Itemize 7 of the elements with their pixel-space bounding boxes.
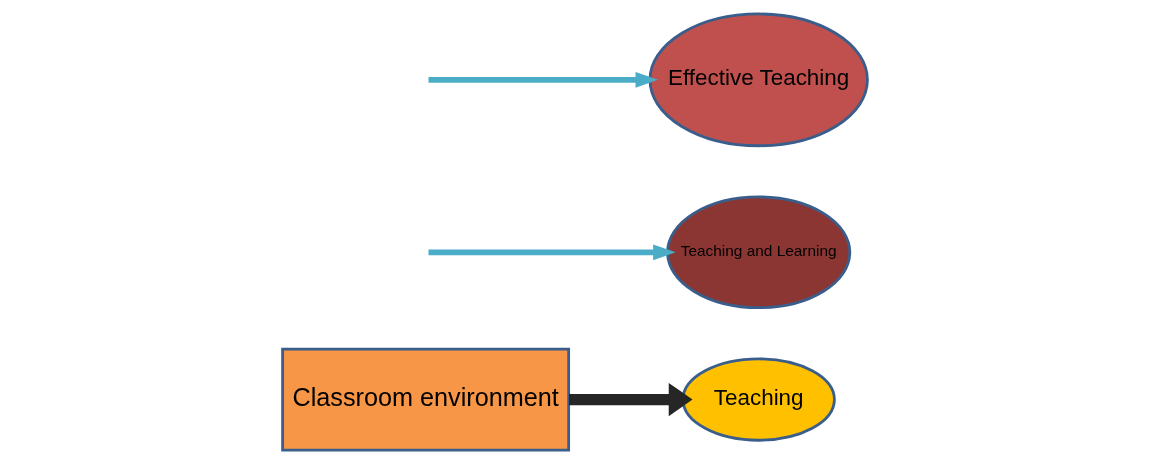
node-ellipse: Teaching (681, 357, 836, 442)
arrow (569, 382, 693, 417)
node-box: Classroom environment (281, 347, 571, 452)
node-ellipse: Effective Teaching (648, 12, 869, 148)
arrow (428, 244, 676, 261)
node-ellipse: Teaching and Learning (666, 195, 852, 310)
arrow (428, 72, 659, 88)
